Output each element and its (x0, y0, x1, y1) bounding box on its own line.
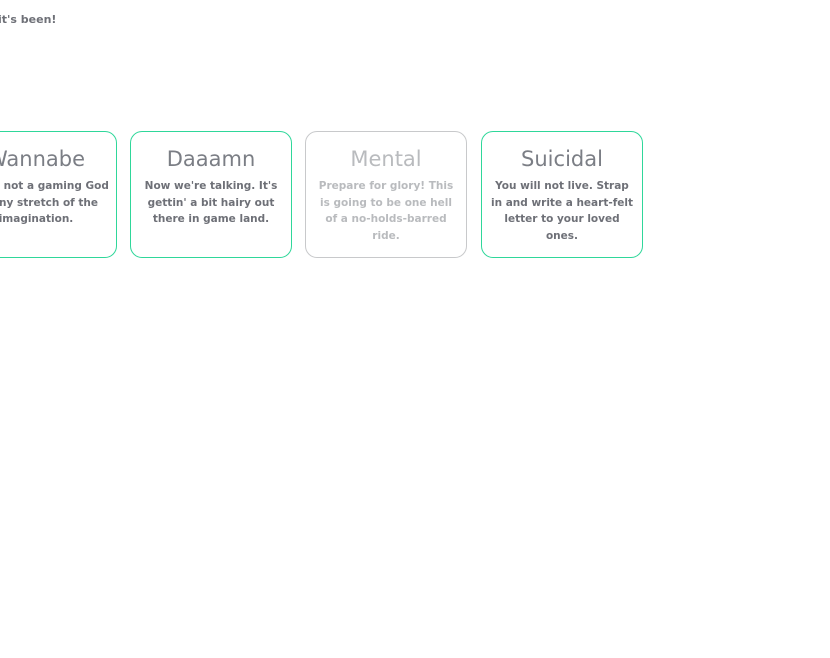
difficulty-description: Now we're talking. It's gettin' a bit ha… (144, 180, 278, 225)
difficulty-card-daaamn[interactable]: Daaamn Now we're talking. It's gettin' a… (130, 131, 292, 258)
difficulty-title: Mental (350, 147, 422, 171)
difficulty-card-wannabe[interactable]: Wannabe You're not a gaming God by any s… (0, 131, 117, 258)
difficulty-card-suicidal[interactable]: Suicidal You will not live. Strap in and… (481, 131, 643, 258)
difficulty-description: Prepare for glory! This is going to be o… (318, 180, 454, 242)
intro-text: it's been! (0, 13, 57, 26)
difficulty-card-mental[interactable]: Mental Prepare for glory! This is going … (305, 131, 467, 258)
difficulty-description: You will not live. Strap in and write a … (490, 180, 634, 242)
difficulty-description: You're not a gaming God by any stretch o… (0, 180, 109, 225)
difficulty-title: Daaamn (166, 147, 256, 171)
difficulty-title: Wannabe (0, 147, 86, 171)
difficulty-title: Suicidal (521, 147, 603, 171)
